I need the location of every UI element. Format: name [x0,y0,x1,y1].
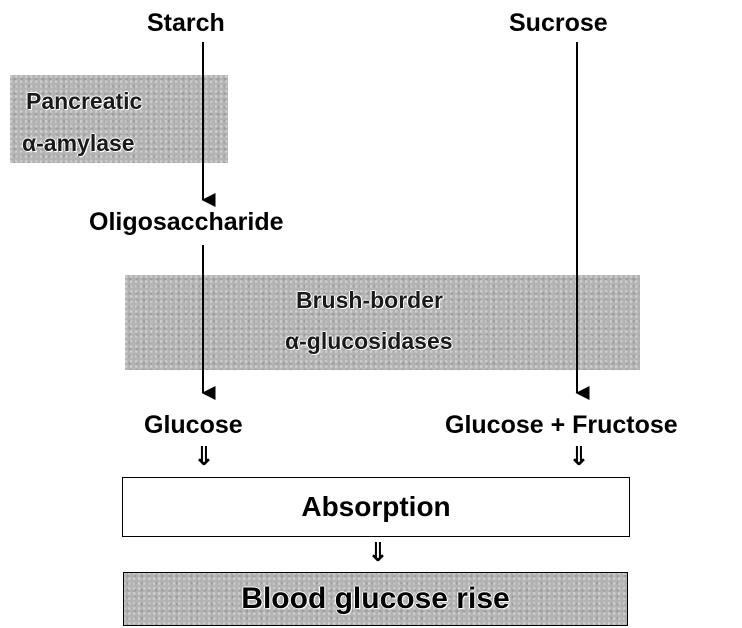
double-arrow-down-icon: ⇓ [568,441,590,471]
absorption-box: Absorption [122,477,630,537]
brush-border-panel [125,275,640,370]
blood-glucose-box: Blood glucose rise [123,572,628,626]
starch-label: Starch [147,9,225,37]
pancreatic-amylase-panel [10,75,228,163]
glucose-label: Glucose [144,411,243,439]
double-arrow-down-icon: ⇓ [193,441,215,471]
amylase-label: α-amylase [22,130,135,156]
brush-border-label: Brush-border [296,287,443,313]
double-arrow-down-icon: ⇓ [367,537,389,567]
sucrose-label: Sucrose [509,9,608,37]
absorption-label: Absorption [301,491,451,522]
blood-glucose-label: Blood glucose rise [241,582,510,615]
glucose-fructose-label: Glucose + Fructose [445,411,678,439]
oligosaccharide-label: Oligosaccharide [89,208,284,236]
pancreatic-label: Pancreatic [26,88,143,114]
blood-glucose-panel [123,572,628,626]
glucosidases-label: α-glucosidases [285,328,453,354]
